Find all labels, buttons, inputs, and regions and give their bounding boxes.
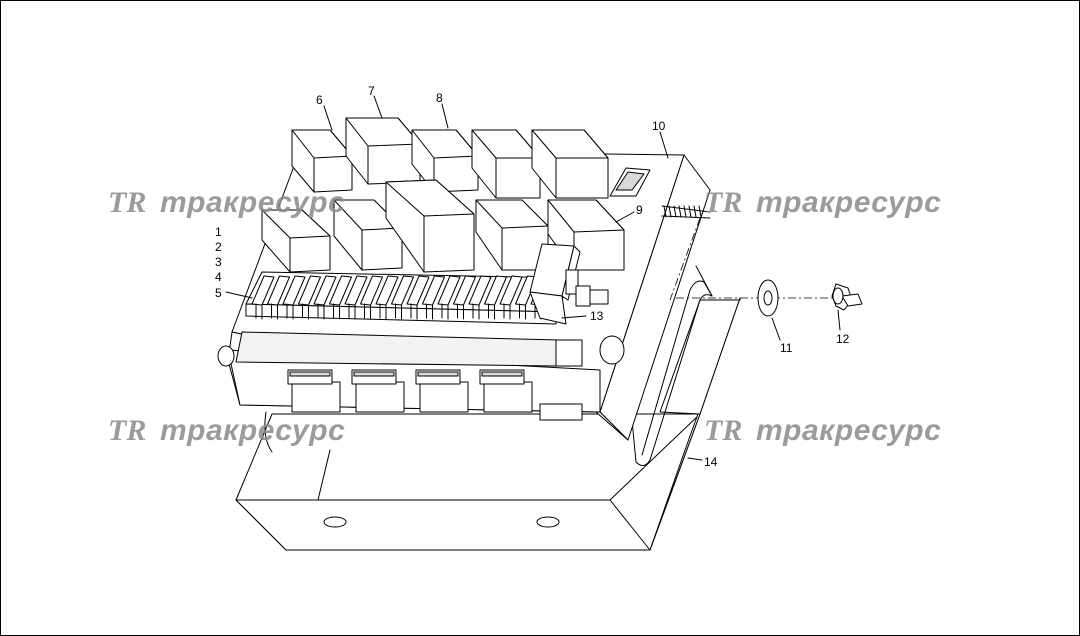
callout-7: 7 — [368, 84, 375, 98]
fuse — [375, 275, 399, 320]
fuse — [499, 275, 523, 320]
watermark-brand: тракресурс — [160, 414, 345, 447]
watermark-brand: тракресурс — [756, 414, 941, 447]
callout-4: 4 — [215, 270, 222, 284]
watermark-logo: TR — [108, 186, 146, 219]
fuse-puller — [529, 243, 609, 325]
callout-5: 5 — [215, 286, 222, 300]
fuse — [251, 275, 275, 320]
fuse — [298, 275, 321, 320]
fuse — [329, 275, 352, 320]
relay-6 — [291, 129, 353, 193]
callout-2: 2 — [215, 240, 222, 254]
relay-row2-d — [475, 199, 549, 271]
watermark-bottom-left: TR тракресурс — [108, 414, 345, 447]
callout-13: 13 — [590, 309, 604, 323]
fuse — [267, 275, 290, 320]
callout-8: 8 — [436, 91, 443, 105]
fuse — [437, 275, 461, 320]
callout-10: 10 — [652, 119, 666, 133]
mounting-bracket — [235, 265, 741, 551]
watermark-logo: TR — [704, 186, 742, 219]
axis-line-stud — [669, 217, 701, 301]
relay-row1-d — [471, 129, 541, 199]
watermark-logo: TR — [704, 414, 742, 447]
callout-9: 9 — [636, 203, 643, 217]
fuse — [282, 275, 306, 320]
fuse — [391, 275, 414, 320]
watermark-logo: TR — [108, 414, 146, 447]
connector — [479, 369, 533, 413]
wing-nut-12 — [831, 283, 863, 311]
relay-row2-a — [261, 209, 331, 273]
callout-12: 12 — [836, 332, 850, 346]
mounting-stud-10 — [661, 205, 711, 219]
relay-large — [385, 179, 475, 273]
front-connectors — [287, 339, 583, 421]
fuse — [313, 275, 337, 320]
fuse — [453, 275, 476, 320]
fuse — [484, 275, 507, 320]
fuse — [360, 275, 383, 320]
callout-11: 11 — [780, 341, 793, 355]
relay-row1-e — [531, 129, 609, 199]
watermark-brand: тракресурс — [756, 186, 941, 219]
relay-row2-b — [333, 199, 403, 271]
fuse — [406, 275, 430, 320]
connector — [351, 369, 405, 413]
fuse — [422, 275, 445, 320]
washer-11 — [757, 279, 779, 317]
fuse-row — [245, 271, 573, 325]
watermark-bottom-right: TR тракресурс — [704, 414, 941, 447]
callout-14: 14 — [704, 455, 718, 469]
callout-6: 6 — [316, 93, 323, 107]
watermark-top-left: TR тракресурс — [108, 186, 345, 219]
relay-8 — [411, 129, 479, 193]
fuse — [344, 275, 368, 320]
connector — [287, 369, 341, 413]
side-knobs — [217, 335, 625, 367]
leader-lines — [225, 95, 841, 461]
watermark-brand: тракресурс — [160, 186, 345, 219]
connector — [415, 369, 469, 413]
callout-1: 1 — [215, 225, 222, 239]
callout-3: 3 — [215, 255, 222, 269]
watermark-top-right: TR тракресурс — [704, 186, 941, 219]
fuse — [468, 275, 492, 320]
